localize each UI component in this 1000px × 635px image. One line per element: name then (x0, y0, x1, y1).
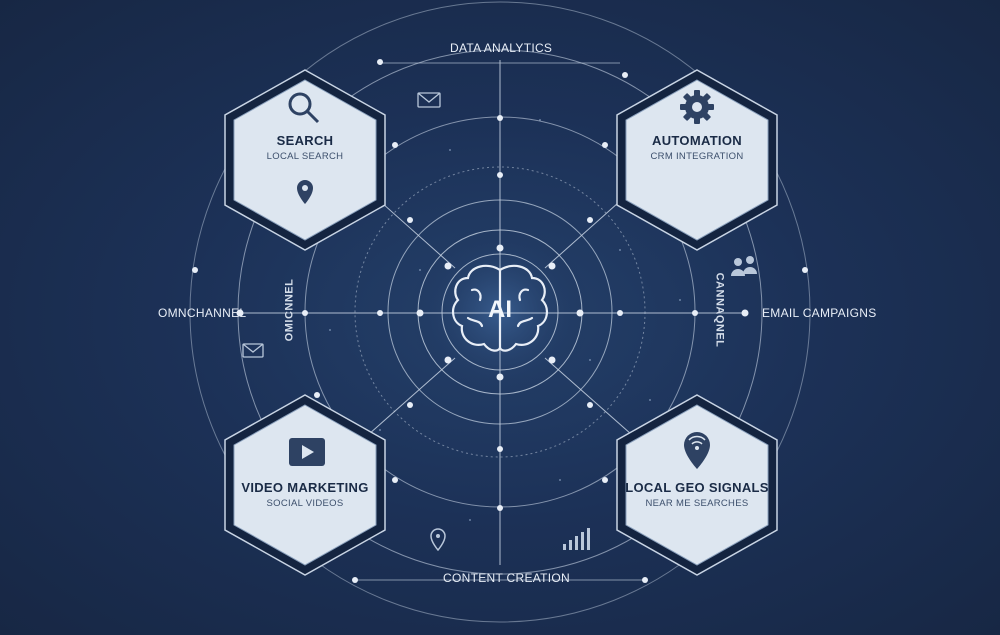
hex-video-subtitle: SOCIAL VIDEOS (266, 498, 344, 509)
label-right-vertical: CANNAQNEL (713, 272, 726, 348)
center-ai-label: AI (488, 296, 512, 323)
brain-icon (452, 264, 548, 352)
location-pin-icon (297, 180, 313, 204)
hex-geo-subtitle: NEAR ME SEARCHES (645, 498, 749, 509)
label-data-analytics: DATA ANALYTICS (450, 41, 553, 55)
hex-geo-title: LOCAL GEO SIGNALS (625, 480, 769, 495)
wifi-pin-icon (684, 432, 710, 469)
hex-automation[interactable]: AUTOMATION CRM INTEGRATION (622, 133, 772, 162)
hex-search-subtitle: LOCAL SEARCH (266, 151, 344, 162)
bar-chart-icon (563, 528, 590, 550)
hexagon-shapes (224, 69, 778, 576)
network-nodes (192, 59, 808, 583)
mail-icon (417, 92, 441, 108)
hex-automation-subtitle: CRM INTEGRATION (650, 151, 744, 162)
hex-video-title: VIDEO MARKETING (241, 480, 369, 495)
label-left-vertical: OMICNNEL (283, 278, 296, 342)
hex-search-title: SEARCH (276, 133, 334, 148)
gear-icon (680, 90, 714, 124)
map-pin-icon (430, 528, 446, 552)
hex-automation-title: AUTOMATION (652, 133, 742, 148)
label-content-creation: CONTENT CREATION (443, 571, 571, 585)
search-icon (288, 92, 320, 124)
mail-icon (242, 343, 264, 358)
hex-search[interactable]: SEARCH LOCAL SEARCH (230, 133, 380, 162)
hex-video[interactable]: VIDEO MARKETING SOCIAL VIDEOS (230, 480, 380, 509)
users-icon (731, 256, 757, 276)
hex-geo[interactable]: LOCAL GEO SIGNALS NEAR ME SEARCHES (622, 480, 772, 509)
play-icon (289, 438, 325, 466)
star-field (329, 119, 681, 521)
label-omnichannel: OMNCHANNEL (158, 306, 247, 320)
label-email-campaigns: EMAIL CAMPAIGNS (762, 306, 877, 320)
